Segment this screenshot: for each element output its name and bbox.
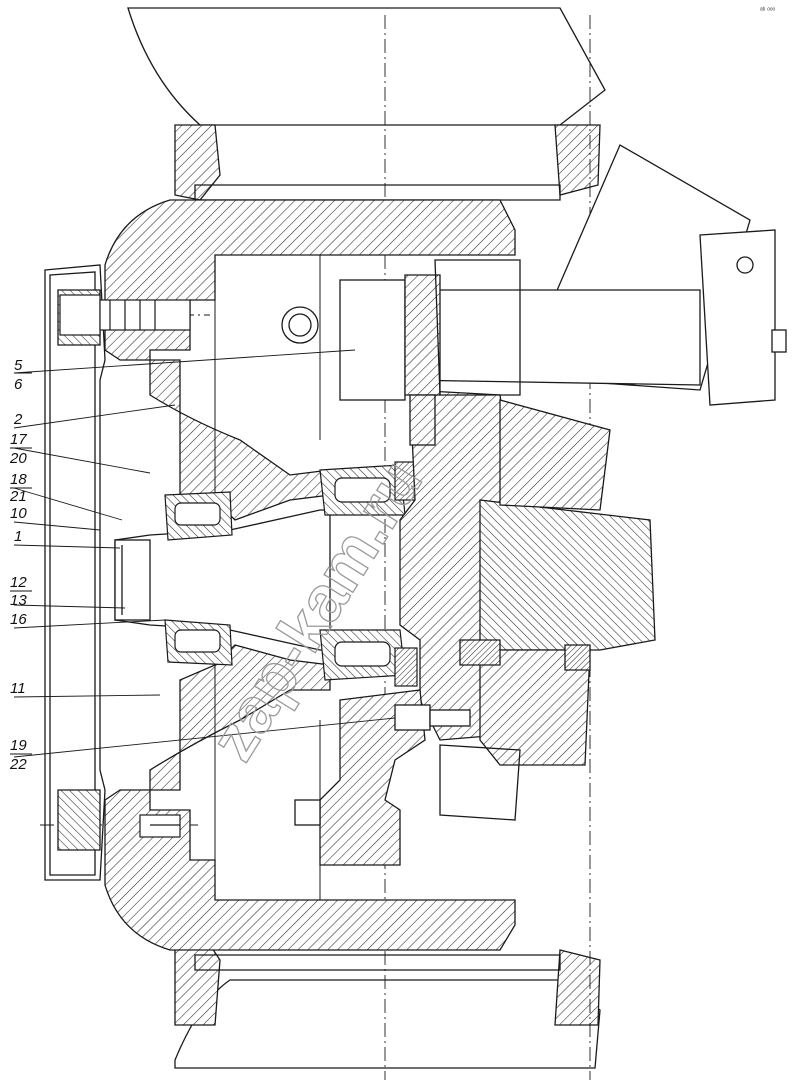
callout-19-22: 19 22 xyxy=(9,737,32,773)
svg-text:11: 11 xyxy=(10,680,26,697)
corner-note: ᵃᵇ ᵒᵒᵒ xyxy=(760,7,775,14)
leader-lines xyxy=(13,349,396,758)
kingpin-block xyxy=(281,259,521,446)
svg-text:13: 13 xyxy=(10,592,27,609)
svg-text:6: 6 xyxy=(14,376,23,393)
callout-5-6: 5 6 xyxy=(14,357,32,393)
spindle xyxy=(114,509,331,651)
callout-2: 2 xyxy=(13,411,23,428)
svg-text:5: 5 xyxy=(14,357,23,374)
svg-text:20: 20 xyxy=(9,450,27,467)
callout-1: 1 xyxy=(14,528,22,545)
callout-12-13: 12 13 xyxy=(10,574,32,609)
oil-seal xyxy=(394,461,418,687)
svg-text:17: 17 xyxy=(10,431,27,448)
callout-10: 10 xyxy=(10,505,27,522)
callout-18-21: 18 21 xyxy=(9,471,32,505)
hub-cover xyxy=(44,264,106,881)
svg-text:18: 18 xyxy=(10,471,27,488)
svg-text:10: 10 xyxy=(10,505,27,522)
svg-text:19: 19 xyxy=(10,737,27,754)
wheel-rim xyxy=(174,124,601,1026)
lower-bracket xyxy=(294,689,521,866)
svg-text:16: 16 xyxy=(10,611,27,628)
inner-bearing xyxy=(319,464,406,681)
svg-text:2: 2 xyxy=(13,411,23,428)
knuckle-arm xyxy=(404,144,787,406)
brake-carrier xyxy=(399,389,656,766)
callout-16: 16 xyxy=(10,611,27,628)
svg-text:22: 22 xyxy=(9,756,27,773)
wheel-stud-upper xyxy=(59,294,191,336)
hub-body xyxy=(104,199,516,951)
outer-bearing xyxy=(164,491,233,666)
svg-text:12: 12 xyxy=(10,574,27,591)
svg-text:21: 21 xyxy=(9,488,27,505)
callout-17-20: 17 20 xyxy=(9,431,32,467)
wheel-stud-lower xyxy=(139,814,181,838)
callout-11: 11 xyxy=(10,680,26,697)
svg-text:1: 1 xyxy=(14,528,22,545)
